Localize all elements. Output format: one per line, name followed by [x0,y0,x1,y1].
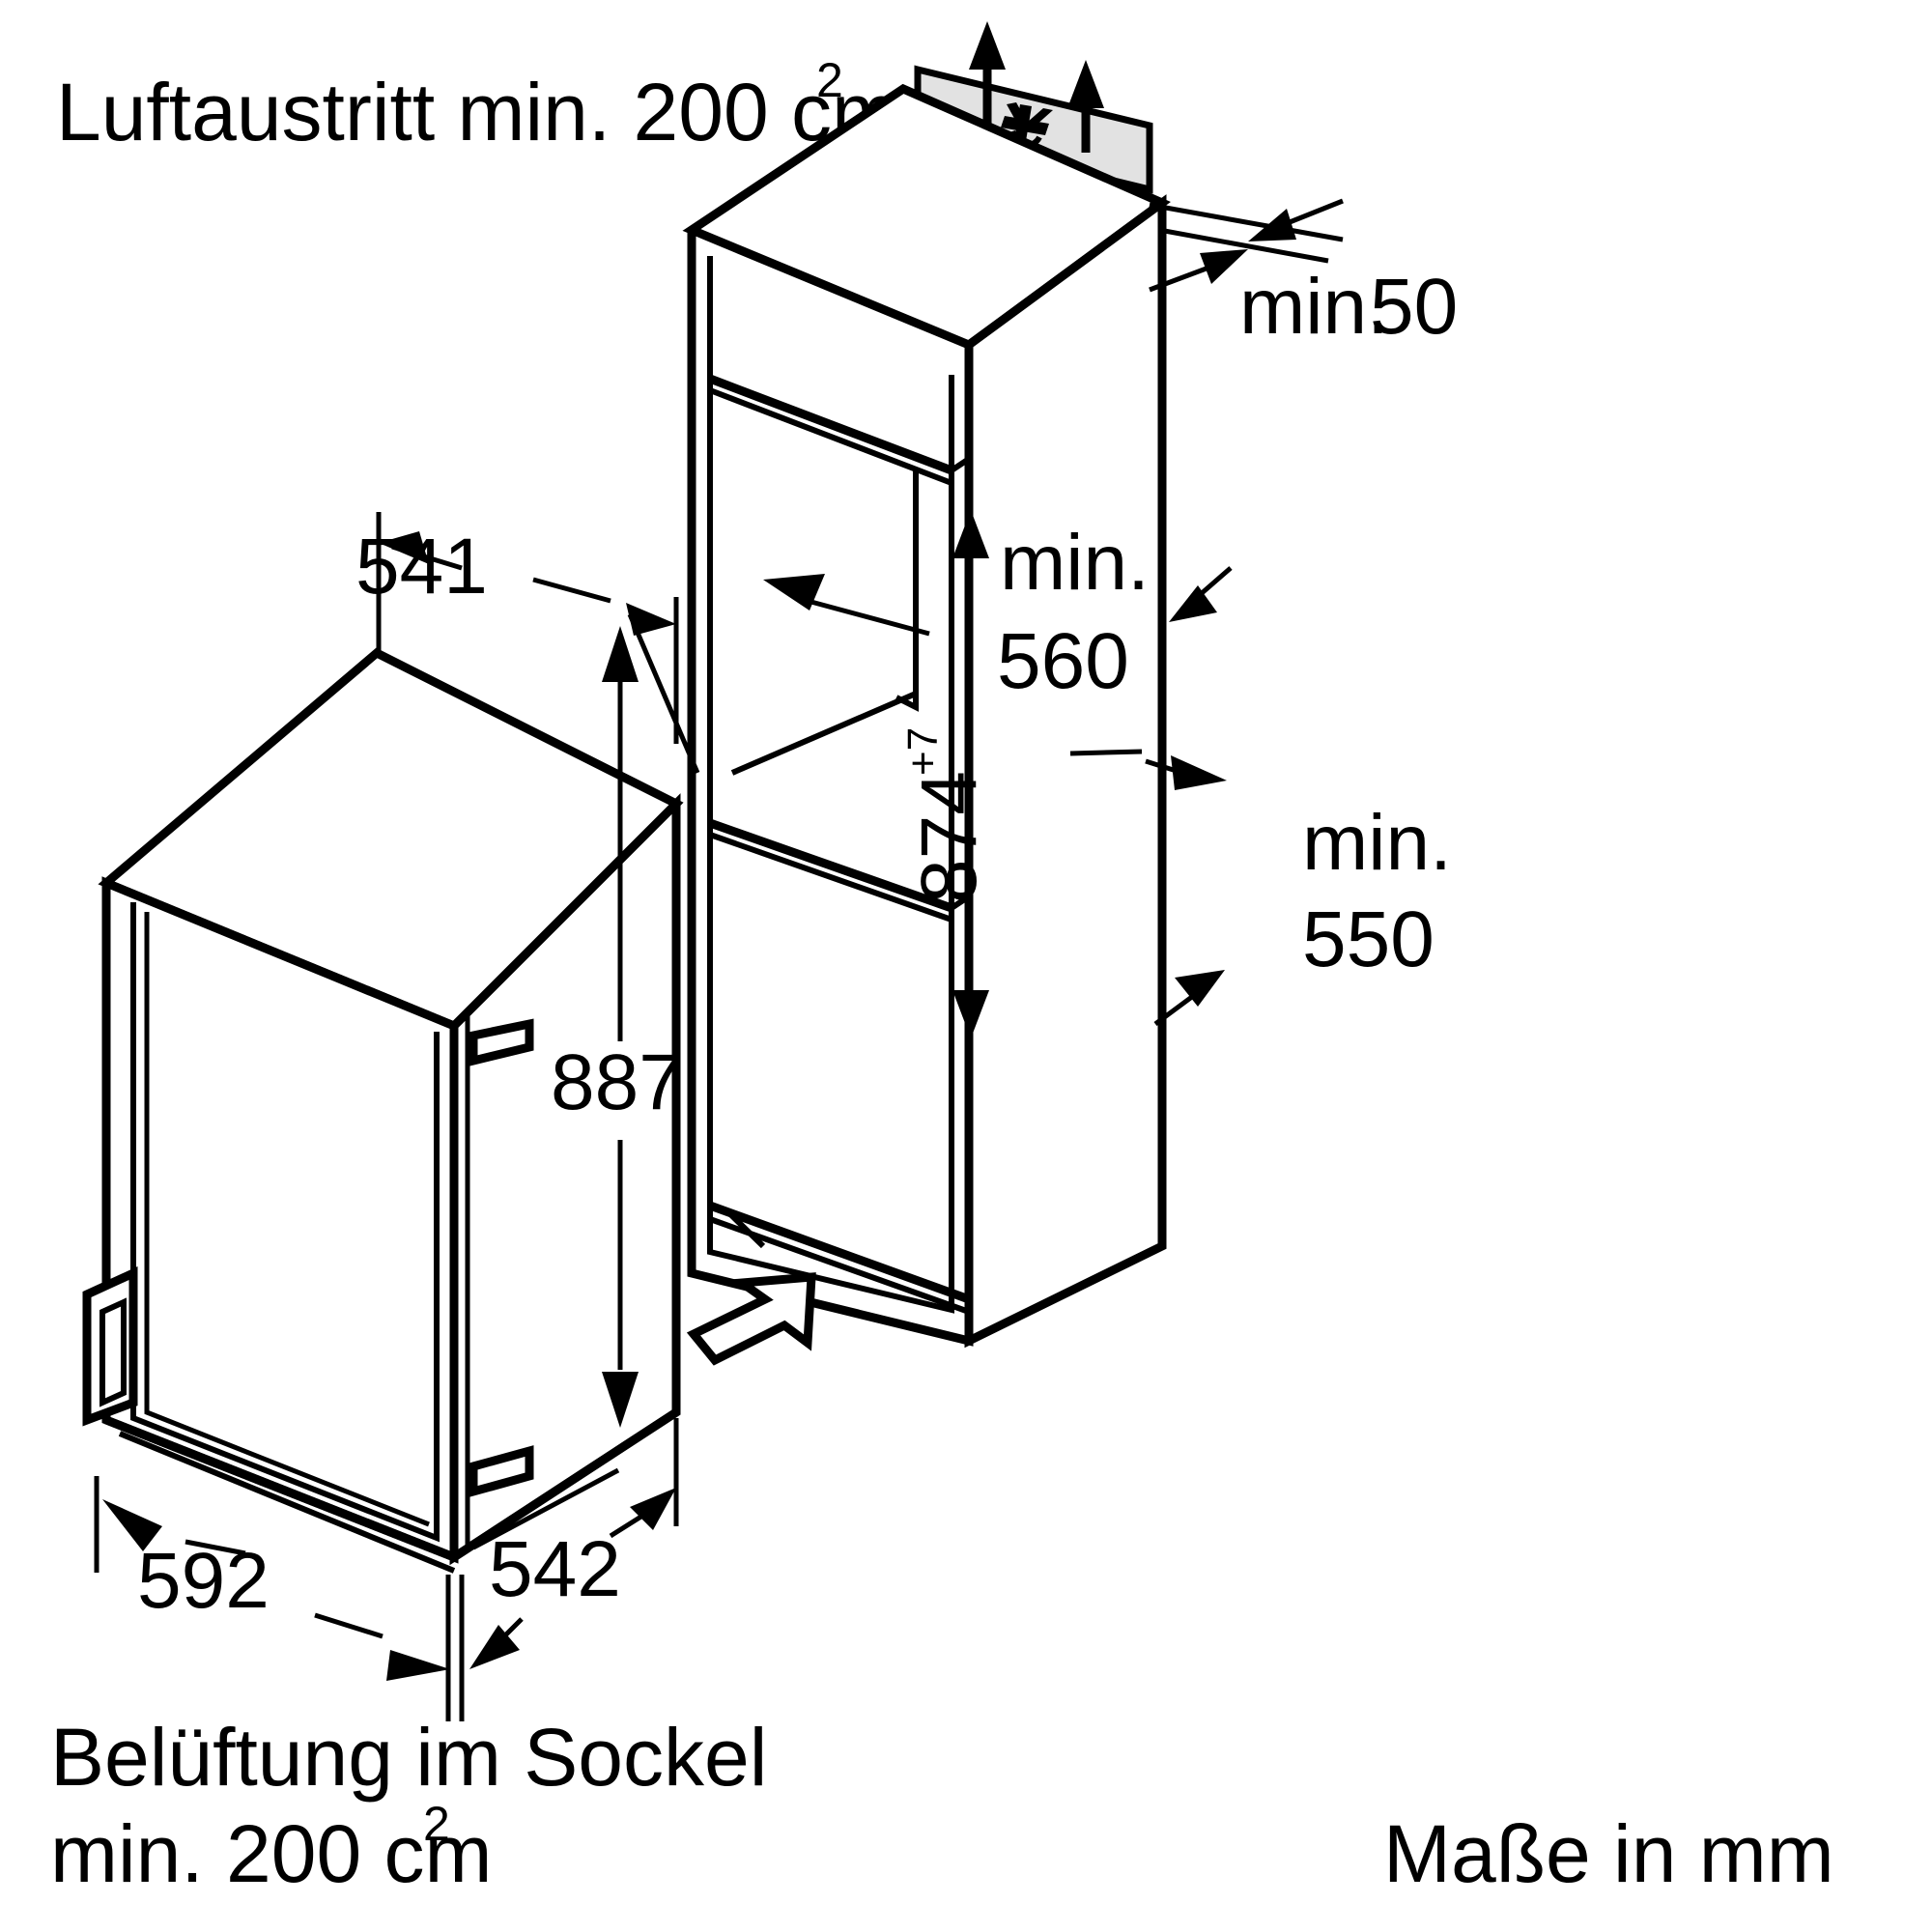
base-air-inlet-arrow [686,1272,816,1366]
dim-887-ext-bottom [471,1467,620,1550]
niche-top-shelf-right-return [950,456,971,473]
dim-592: 592 [94,1476,450,1681]
min-550-label: min. 550 [1302,799,1452,983]
air-outlet-arrow-2 [1067,60,1104,153]
appliance-bottom-edge [104,1408,679,1563]
niche-top-shelf [708,374,953,475]
door-handle [82,1265,138,1427]
niche-height-value: 874 [905,771,993,903]
bottom-air-inlet-line2: min. 200 cm [50,1808,493,1899]
dim-887-value: 887 [551,1038,683,1126]
bottom-air-inlet-note: Belüftung im Sockel min. 200 cm 2 [50,1712,767,1899]
plinth-recess [708,1201,971,1304]
hinge-tab-upper [469,1018,534,1066]
min-50-label: min. 50 [1239,263,1458,351]
min-560-prefix: min. [1000,519,1150,607]
dim-541-value: 541 [355,523,488,611]
top-air-outlet-label: Luftaustritt min. 200 cm [56,67,899,157]
appliance-bottom-edge-inner [118,1431,456,1574]
min-550-value: 550 [1302,895,1435,983]
dim-542: 542 [445,1418,679,1721]
niche-height-superscript: +7 [899,727,947,776]
niche-bottom-shelf-edge [709,832,952,923]
min-50-gap-indicator [1149,198,1344,293]
top-air-outlet-note: Luftaustritt min. 200 cm 2 [56,53,899,157]
dim-887-ext-top [627,613,700,774]
plinth-recess-edge [708,1216,971,1315]
min-560-dimension [763,574,1227,790]
units-note: Maße in mm [1383,1808,1834,1899]
bottom-air-inlet-superscript: 2 [423,1797,450,1851]
air-outlet-arrow-1 [969,21,1006,126]
dim-541: 541 [355,512,679,744]
niche-front-rebate [707,256,954,1314]
niche-bottom-shelf-right-return [950,894,971,911]
dim-887: 887 [471,613,700,1550]
cabinet-side-face [964,194,1167,1349]
min-50-prefix: min. [1239,263,1389,351]
plinth-recess-inner [723,1207,766,1249]
niche-height-label: 874 +7 [899,727,993,903]
niche-cabinet-drawing: min. 50 min. 560 [682,21,1458,1366]
niche-bottom-shelf [708,818,953,913]
vent-symbol-icon [1001,102,1053,148]
hinge-tab-lower [469,1445,534,1497]
min-50-value: 50 [1370,263,1458,351]
dim-592-value: 592 [137,1537,270,1625]
min-550-prefix: min. [1302,799,1452,887]
appliance-door-seal-inner [144,912,430,1527]
niche-height-dimension [952,510,989,1038]
appliance-door-seal [130,902,440,1543]
appliance-drawing: 541 887 592 [82,512,700,1721]
min-560-value: 560 [997,617,1129,705]
niche-top-shelf-edge [708,387,953,486]
top-air-outlet-superscript: 2 [816,53,843,107]
side-wall-pointer-arrow [1169,566,1233,622]
niche-inner-floor-line [730,691,918,776]
min-550-depth-arrow [1153,970,1225,1027]
bottom-air-inlet-line1: Belüftung im Sockel [50,1712,767,1803]
dim-542-value: 542 [489,1525,621,1613]
min-560-label: min. 560 [997,519,1150,705]
